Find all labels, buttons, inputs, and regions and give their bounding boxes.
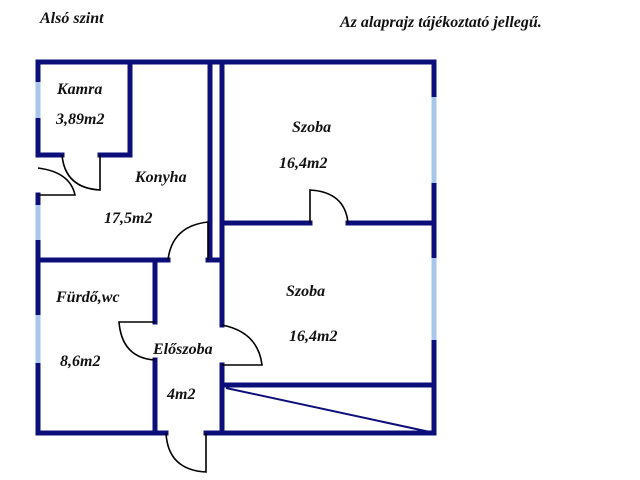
room-name-konyha: Konyha [134,169,187,186]
windows [35,82,437,363]
room-area-konyha: 17,5m2 [104,210,152,227]
door-entrance [165,432,207,473]
door-kamra [61,154,101,191]
room-name-szoba-2: Szoba [286,283,325,300]
room-area-szoba-2: 16,4m2 [289,328,337,345]
room-area-szoba-1: 16,4m2 [279,155,327,172]
room-name-furdo: Fürdő,wc [55,289,120,306]
door-furdo [118,321,156,361]
disclaimer-text: Az alaprajz tájékoztató jellegű. [340,14,542,31]
room-area-furdo: 8,6m2 [60,353,100,370]
door-konyha [167,221,209,261]
room-name-kamra: Kamra [56,81,102,98]
door-left [37,167,76,196]
door-szoba-2 [221,324,263,366]
door-szoba-1 [309,189,349,224]
room-name-szoba-1: Szoba [292,119,331,136]
door-swings [37,154,349,473]
room-area-kamra: 3,89m2 [55,111,104,128]
diagonal-line [225,387,431,433]
room-labels: Kamra 3,89m2 Konyha 17,5m2 Szoba 16,4m2 … [55,81,337,403]
room-area-eloszoba: 4m2 [166,386,195,403]
room-name-eloszoba: Előszoba [152,341,213,358]
level-title: Alsó szint [40,10,104,27]
